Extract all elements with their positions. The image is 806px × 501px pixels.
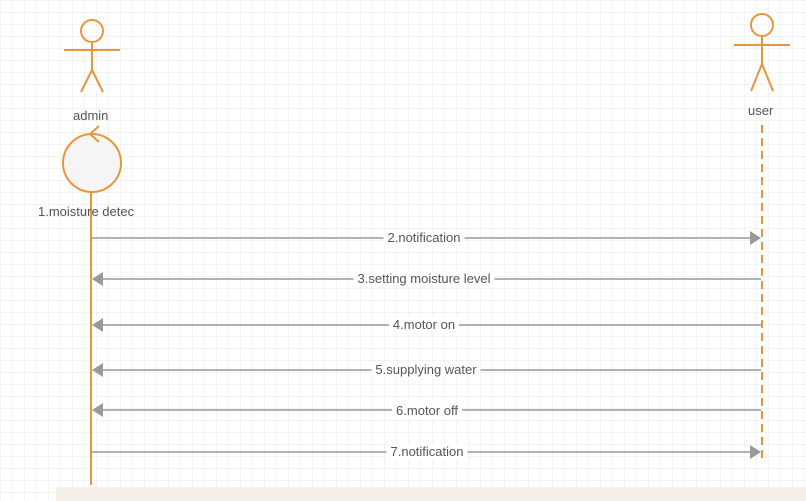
bottom-scroll-area [56,487,806,501]
message-label: 2.notification [383,230,465,246]
message-label: 3.setting moisture level [353,271,495,287]
control-label: 1.moisture detec [38,204,135,219]
control-object-icon[interactable] [62,125,122,193]
message-label: 5.supplying water [371,362,481,378]
admin-actor-label: admin [73,108,109,123]
message-arrows [91,231,761,459]
message-label: 6.motor off [392,403,462,419]
user-actor-icon[interactable] [734,13,790,92]
admin-actor-icon[interactable] [64,19,120,93]
message-label: 4.motor on [388,317,460,333]
user-actor-label: user [748,103,774,118]
message-label: 7.notification [386,444,468,460]
